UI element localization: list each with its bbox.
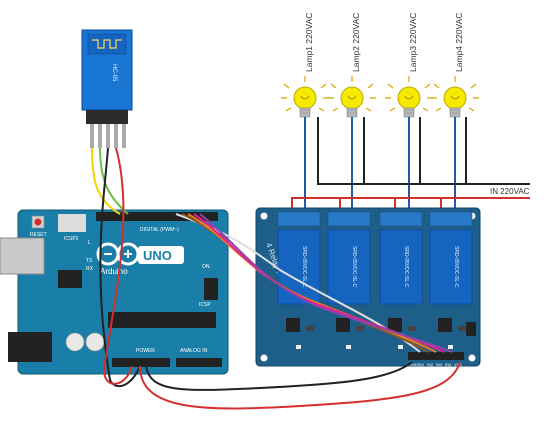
lamp-1-label: Lamp1 220VAC: [304, 13, 314, 72]
analog-label: ANALOG IN: [180, 348, 208, 354]
bluetooth-model-label: HC-05: [111, 64, 117, 82]
relay-2: SRD-05VDC-SL-C: [327, 229, 371, 305]
capacitor-1: [65, 332, 85, 352]
relay-pin-gnd: GND: [409, 362, 418, 367]
rx-label: RX: [86, 266, 94, 272]
arduino-brand-label: Arduino: [100, 267, 128, 276]
power-header: [112, 358, 170, 367]
lamp-1-wire-black: [317, 117, 530, 185]
lamp-3-label: Lamp3 220VAC: [408, 13, 418, 72]
bt-wire-yellow: [91, 147, 121, 215]
relay-4: SRD-05VDC-SL-C: [429, 229, 473, 305]
bluetooth-module: HC-05: [81, 29, 133, 148]
power-label: POWER: [136, 348, 155, 354]
relay-status-leds: [296, 345, 453, 349]
usb-chip: [58, 270, 82, 288]
relay-jumper: [466, 322, 476, 336]
ac-wiring: IN 220VAC: [291, 117, 530, 214]
power-jack: [8, 332, 52, 362]
l-label: L: [88, 240, 91, 246]
analog-header: [176, 358, 222, 367]
on-label: ON: [202, 264, 210, 270]
arduino-model-label: UNO: [143, 248, 172, 263]
relay-vcc-wire-red: [139, 361, 461, 410]
relay-pin-in1: IN1: [418, 362, 425, 367]
relay-pin-in4: IN4: [445, 362, 452, 367]
relay-3: SRD-05VDC-SL-C: [379, 229, 423, 305]
reset-label: RESET: [30, 232, 47, 238]
relay-module: 4 Relay Module SRD-05VDC-SL-C SRD-05VDC-…: [255, 207, 481, 367]
relay-wire-purple: [199, 213, 453, 353]
signal-wiring: [91, 147, 461, 410]
relay-pin-in2: IN2: [427, 362, 434, 367]
lamp-4-label: Lamp4 220VAC: [454, 13, 464, 72]
relay-drivers: [286, 318, 466, 332]
relay-input-header: GND IN1 IN2 IN3 IN4 VCC: [408, 352, 464, 367]
relay-pin-in3: IN3: [436, 362, 443, 367]
relay-wire-orange: [187, 213, 437, 353]
tx-label: TX: [86, 258, 93, 264]
lamp-3: Lamp3 220VAC: [385, 13, 433, 118]
arduino-board: RESET ICSP2 DIGITAL (PWM~) Arduino UNO T…: [0, 209, 229, 375]
lamp-3-bulb-icon: [385, 76, 433, 118]
lamp-1: Lamp1 220VAC: [281, 13, 329, 118]
usb-port: [0, 237, 45, 275]
relay-4-text: SRD-05VDC-SL-C: [453, 246, 459, 288]
relay-2-text: SRD-05VDC-SL-C: [351, 246, 357, 288]
relay-3-text: SRD-05VDC-SL-C: [403, 246, 409, 288]
capacitor-2: [85, 332, 105, 352]
relay-gnd-wire-black: [145, 361, 413, 391]
atmega-chip: [108, 312, 216, 328]
icsp-header: [204, 278, 218, 300]
lamp-2-label: Lamp2 220VAC: [351, 13, 361, 72]
ac-input-label: IN 220VAC: [490, 187, 530, 196]
ac-supply-wire-red: [291, 197, 530, 214]
lamp-4-bulb-icon: [431, 76, 479, 118]
relay-terminals: [277, 211, 473, 227]
digital-header: [96, 212, 218, 221]
digital-label: DIGITAL (PWM~): [140, 227, 179, 233]
bt-wire-red: [102, 147, 133, 385]
icsp2-label: ICSP2: [64, 236, 79, 242]
relay-1: SRD-05VDC-SL-C: [277, 229, 321, 305]
lamp-2: Lamp2 220VAC: [328, 13, 376, 118]
lamp-1-bulb-icon: [281, 76, 329, 118]
relay-1-text: SRD-05VDC-SL-C: [301, 246, 307, 288]
lamp-2-bulb-icon: [328, 76, 376, 118]
icsp-label: ICSP: [199, 302, 211, 308]
bt-wire-black: [99, 147, 141, 388]
lamp-4: Lamp4 220VAC: [431, 13, 479, 118]
antenna-icon: [92, 39, 122, 49]
